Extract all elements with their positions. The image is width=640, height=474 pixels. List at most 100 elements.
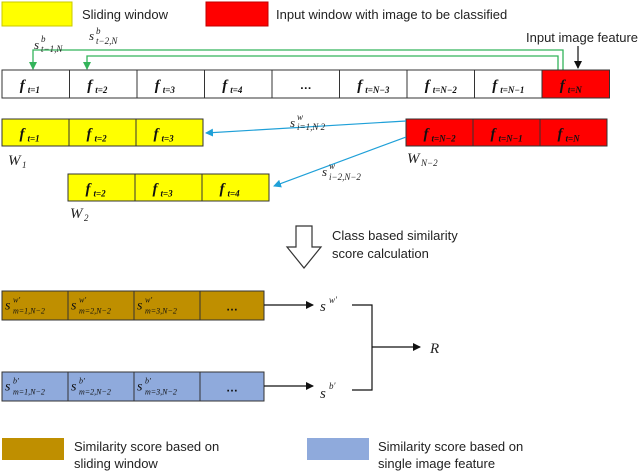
legend-swatch-sliding-window	[1, 1, 73, 27]
svg-text:f: f	[20, 127, 27, 143]
svg-text:s: s	[320, 386, 326, 402]
label-s-w-i1: s w i=1,N 2	[290, 112, 326, 132]
svg-text:b′: b′	[145, 377, 151, 386]
svg-text:s: s	[290, 115, 295, 130]
label-wn2: W N−2	[407, 151, 438, 168]
feature-cell-5: …	[271, 69, 340, 99]
svg-text:f: f	[357, 78, 364, 94]
svg-text:m=2,N−2: m=2,N−2	[79, 388, 111, 397]
svg-text:f: f	[560, 78, 567, 94]
svg-text:w: w	[329, 161, 335, 171]
svg-text:f: f	[87, 127, 94, 143]
svg-text:s: s	[71, 380, 77, 395]
label-s-b-prime: s b′	[320, 381, 337, 402]
process-down-arrow-icon	[285, 225, 323, 269]
svg-text:…: …	[226, 381, 238, 395]
result-label: R	[429, 341, 439, 357]
svg-text:t=N−1: t=N−1	[499, 134, 523, 144]
svg-text:…: …	[300, 78, 312, 92]
svg-text:m=2,N−2: m=2,N−2	[79, 307, 111, 316]
legend-sliding-score-line2: sliding window	[74, 456, 158, 471]
svg-text:s: s	[34, 37, 39, 52]
svg-text:W: W	[70, 206, 84, 222]
legend-single-score-line2: single image feature	[378, 456, 495, 471]
svg-text:s: s	[71, 299, 77, 314]
label-input-image-feature: Input image feature	[526, 30, 638, 45]
svg-text:w′: w′	[13, 296, 20, 305]
legend-label-input-window: Input window with image to be classified	[276, 7, 507, 22]
svg-text:i=1,N 2: i=1,N 2	[297, 122, 326, 132]
label-w2: W 2	[70, 206, 89, 223]
svg-text:b′: b′	[13, 377, 19, 386]
svg-text:t=N: t=N	[568, 85, 583, 95]
label-s-w-i2: s w i−2,N−2	[322, 161, 361, 182]
svg-text:t=N: t=N	[566, 134, 581, 144]
svg-text:t=N−3: t=N−3	[365, 85, 390, 95]
svg-text:N−2: N−2	[420, 158, 438, 168]
process-label-line2: score calculation	[332, 246, 429, 261]
svg-text:m=3,N−2: m=3,N−2	[145, 307, 177, 316]
legend-swatch-single-score	[307, 438, 369, 460]
svg-text:t=N−2: t=N−2	[432, 134, 457, 144]
svg-text:s: s	[320, 299, 326, 315]
combine-bracket	[352, 304, 373, 391]
score-b-cell-4: …	[199, 371, 265, 402]
arrow-s-w-1	[205, 120, 407, 137]
svg-text:f: f	[222, 78, 229, 94]
svg-text:t=2: t=2	[94, 189, 107, 199]
legend-swatch-sliding-score	[2, 438, 64, 460]
svg-text:s: s	[137, 299, 143, 314]
arrow-s-w-2	[273, 136, 407, 188]
svg-text:b′: b′	[79, 377, 85, 386]
svg-text:s: s	[322, 164, 327, 179]
svg-text:t=2: t=2	[95, 85, 108, 95]
svg-text:b: b	[96, 26, 101, 36]
svg-text:f: f	[491, 127, 498, 143]
svg-text:b′: b′	[329, 381, 337, 391]
svg-text:t=N−1: t=N−1	[500, 85, 524, 95]
svg-text:m=1,N−2: m=1,N−2	[13, 307, 45, 316]
svg-text:f: f	[220, 182, 227, 198]
svg-text:t=3: t=3	[161, 189, 174, 199]
svg-text:t=4: t=4	[230, 85, 243, 95]
svg-text:w: w	[297, 112, 303, 122]
legend-swatch-input-window	[205, 1, 269, 27]
svg-text:w′: w′	[145, 296, 152, 305]
svg-text:f: f	[154, 127, 161, 143]
svg-text:f: f	[86, 182, 93, 198]
svg-text:m=1,N−2: m=1,N−2	[13, 388, 45, 397]
label-w1: W 1	[8, 153, 27, 170]
svg-text:t=N−2: t=N−2	[433, 85, 458, 95]
label-s-b-t-minus-2: s b t−2,N	[89, 26, 118, 46]
svg-text:s: s	[5, 380, 11, 395]
svg-text:f: f	[155, 78, 162, 94]
svg-text:f: f	[153, 182, 160, 198]
svg-text:t=1: t=1	[28, 134, 40, 144]
svg-text:t=3: t=3	[162, 134, 175, 144]
svg-text:1: 1	[22, 160, 27, 170]
svg-text:s: s	[89, 28, 94, 43]
legend-sliding-score-line1: Similarity score based on	[74, 439, 219, 454]
svg-text:m=3,N−2: m=3,N−2	[145, 388, 177, 397]
score-w-cell-4: …	[199, 290, 265, 321]
